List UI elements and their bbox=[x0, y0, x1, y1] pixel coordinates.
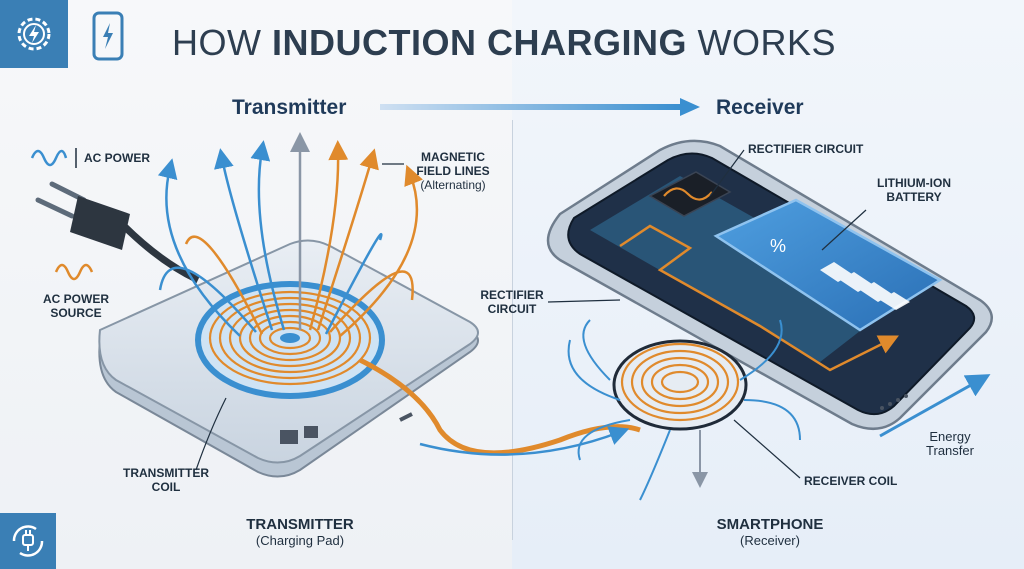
plug-cycle-icon bbox=[0, 513, 56, 569]
rectifier-chip bbox=[648, 171, 732, 217]
receiver-coil-label: RECEIVER COIL bbox=[804, 474, 898, 488]
rectifier-circuit-top-label: RECTIFIER CIRCUIT bbox=[748, 142, 864, 156]
smartphone-caption: SMARTPHONE(Receiver) bbox=[716, 516, 824, 548]
phone-charging-icon bbox=[86, 10, 130, 62]
receiver-header: Receiver bbox=[716, 96, 804, 119]
ac-source-wave-icon bbox=[54, 263, 94, 281]
transmitter-caption: TRANSMITTER(Charging Pad) bbox=[246, 516, 354, 548]
panel-divider bbox=[512, 120, 513, 540]
page-title: HOW INDUCTION CHARGING WORKS bbox=[172, 22, 836, 63]
gear-bolt-icon bbox=[0, 0, 68, 68]
svg-text:%: % bbox=[770, 236, 786, 256]
transmitter-coil bbox=[208, 290, 372, 386]
transmitter-header: Transmitter bbox=[232, 96, 347, 119]
ac-power-label: AC POWER bbox=[84, 151, 150, 165]
ac-wave-icon bbox=[30, 149, 68, 167]
receiver-coil bbox=[620, 342, 740, 422]
